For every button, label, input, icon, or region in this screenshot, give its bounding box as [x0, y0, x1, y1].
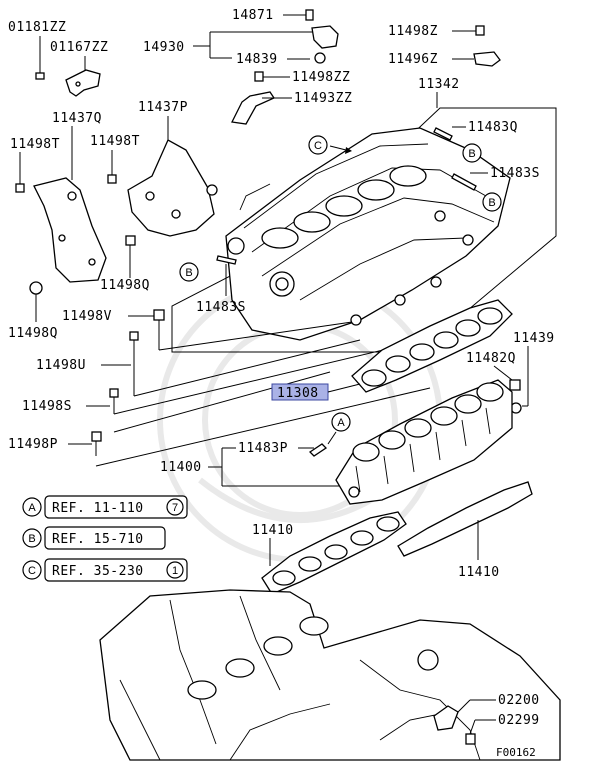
svg-text:1: 1 — [172, 565, 178, 577]
svg-text:7: 7 — [172, 502, 178, 514]
label-02299[interactable]: 02299 — [498, 713, 540, 728]
lower-intake-manifold — [335, 379, 513, 505]
screw-14871 — [305, 9, 314, 21]
bolt-11483s-a — [451, 173, 477, 191]
svg-text:C: C — [314, 140, 322, 152]
nut-11498q-a — [29, 281, 43, 295]
bolt-11498zz — [254, 71, 264, 82]
bolt-02299 — [465, 733, 476, 745]
highlighted-part-11308[interactable]: 11308 — [271, 383, 329, 401]
bolt-01181zz — [35, 72, 45, 80]
label-11482q[interactable]: 11482Q — [466, 351, 516, 366]
label-11437q[interactable]: 11437Q — [52, 111, 102, 126]
svg-text:B: B — [488, 197, 495, 209]
label-11493zz[interactable]: 11493ZZ — [294, 91, 352, 106]
label-11498t-a[interactable]: 11498T — [10, 137, 60, 152]
figure-code: F00162 — [496, 746, 536, 759]
bolt-11498u — [129, 331, 139, 396]
label-11400[interactable]: 11400 — [160, 460, 202, 475]
svg-text:A: A — [337, 417, 345, 429]
label-02200[interactable]: 02200 — [498, 693, 540, 708]
label-11483s-a[interactable]: 11483S — [490, 166, 540, 181]
svg-text:REF. 11-110: REF. 11-110 — [52, 501, 144, 516]
sensor-14930 — [311, 25, 339, 64]
label-11496z[interactable]: 11496Z — [388, 52, 438, 67]
bolt-11498z — [475, 25, 485, 36]
callout-b-2[interactable]: B — [482, 192, 502, 212]
label-11483p[interactable]: 11483P — [238, 441, 288, 456]
bolt-11483s-b — [216, 255, 237, 265]
bracket-11437q — [33, 177, 107, 283]
label-11308[interactable]: 11308 — [277, 386, 319, 401]
label-11498q-a[interactable]: 11498Q — [8, 326, 58, 341]
gasket-11308 — [351, 299, 513, 393]
bolt-11483q — [433, 127, 453, 141]
label-11410-a[interactable]: 11410 — [252, 523, 294, 538]
callout-b-3[interactable]: B — [179, 262, 199, 282]
label-11498q-b[interactable]: 11498Q — [100, 278, 150, 293]
bracket-11437p — [127, 139, 218, 237]
svg-text:C: C — [28, 565, 36, 577]
label-14930[interactable]: 14930 — [143, 40, 185, 55]
upper-intake-manifold — [171, 107, 557, 353]
svg-text:B: B — [28, 533, 35, 545]
label-11410-b[interactable]: 11410 — [458, 565, 500, 580]
bolt-11498t-b — [107, 174, 117, 184]
label-11498z[interactable]: 11498Z — [388, 24, 438, 39]
label-11498zz[interactable]: 11498ZZ — [292, 70, 350, 85]
bracket-01167zz — [65, 69, 101, 97]
svg-text:B: B — [468, 148, 475, 160]
svg-text:A: A — [28, 502, 36, 514]
svg-text:REF. 35-230: REF. 35-230 — [52, 564, 144, 579]
callout-c[interactable]: C — [308, 135, 328, 155]
gasket-11410-right — [397, 481, 533, 557]
bolt-11498s — [109, 388, 119, 414]
label-11498t-b[interactable]: 11498T — [90, 134, 140, 149]
stud-11482q — [509, 379, 521, 391]
label-01181zz[interactable]: 01181ZZ — [8, 20, 66, 35]
label-11498u[interactable]: 11498U — [36, 358, 86, 373]
bolt-11498t-a — [15, 183, 25, 193]
label-01167zz[interactable]: 01167ZZ — [50, 40, 108, 55]
bolt-11498q-b — [125, 235, 136, 246]
label-11498v[interactable]: 11498V — [62, 309, 112, 324]
sensor-02200 — [433, 705, 459, 731]
label-11498s[interactable]: 11498S — [22, 399, 72, 414]
ref-row-a[interactable]: A REF. 11-110 7 — [22, 495, 188, 519]
ref-row-c[interactable]: C REF. 35-230 1 — [22, 558, 188, 582]
label-11483q[interactable]: 11483Q — [468, 120, 518, 135]
label-11439[interactable]: 11439 — [513, 331, 555, 346]
label-11498p[interactable]: 11498P — [8, 437, 58, 452]
bracket-11493zz — [231, 91, 275, 125]
bolt-11498v — [153, 309, 165, 350]
bolt-11483p — [308, 443, 328, 457]
callout-b-1[interactable]: B — [462, 143, 482, 163]
engine-block — [99, 589, 561, 761]
gasket-11410-left — [261, 511, 407, 595]
svg-text:B: B — [185, 267, 192, 279]
label-11437p[interactable]: 11437P — [138, 100, 188, 115]
callout-a-1[interactable]: A — [331, 412, 351, 432]
label-11483s-b[interactable]: 11483S — [196, 300, 246, 315]
bolt-11498p — [91, 431, 102, 456]
label-11342[interactable]: 11342 — [418, 77, 460, 92]
label-14871[interactable]: 14871 — [232, 8, 274, 23]
ref-row-b[interactable]: B REF. 15-710 — [22, 526, 166, 550]
svg-text:REF. 15-710: REF. 15-710 — [52, 532, 144, 547]
clip-11496z — [473, 51, 501, 67]
label-14839[interactable]: 14839 — [236, 52, 278, 67]
